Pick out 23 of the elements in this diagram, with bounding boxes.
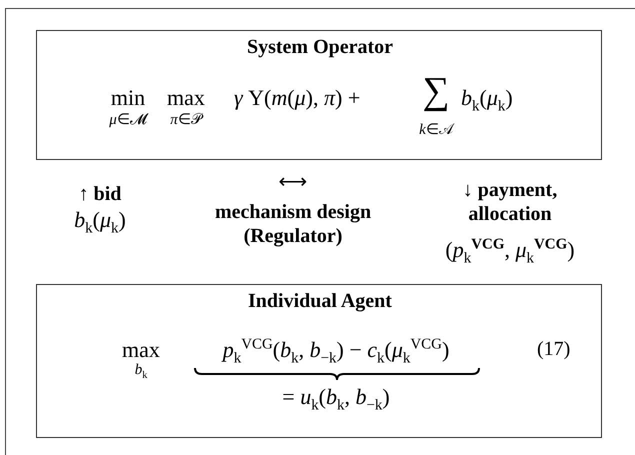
heading: System Operator [246, 35, 394, 59]
heading: Individual Agent [248, 289, 392, 313]
equation-number: (17) [537, 337, 570, 361]
math-expression: γ Y(m(μ), π) + [234, 85, 360, 112]
double-arrow-symbol: ⟷ [278, 170, 308, 194]
math-limit: b$_{k}$ [134, 361, 148, 379]
flow-label: ↓ payment, allocation [462, 178, 558, 226]
formula-box [36, 284, 602, 438]
math-limit: π∈𝒫 [170, 111, 202, 129]
math-expression: = u$_{k}$(b$_{k}$, b$_{−k}$) [282, 384, 390, 410]
math-limit: k∈𝒜 [419, 121, 453, 139]
math-expression: b$_{k}$(μ$_{k}$) [461, 85, 513, 112]
math-limit: μ∈𝓜 [109, 111, 147, 129]
math-operator: min [110, 85, 146, 112]
math-expression: p$_{k}$$^{VCG}$(b$_{k}$, b$_{−k}$) − c$_{k}$(μ$_{k}$$^{VCG}$) [222, 337, 450, 364]
formula-box [36, 30, 602, 160]
math-operator: max [122, 337, 160, 364]
math-expression: (p$_{k}$$^{VCG}$, μ$_{k}$$^{VCG}$) [445, 237, 575, 264]
flow-label: ↑ bid [78, 182, 122, 206]
sum-symbol: ∑ [422, 69, 450, 114]
flow-label: mechanism design (Regulator) [214, 200, 372, 248]
math-expression: b$_{k}$(μ$_{k}$) [74, 207, 126, 234]
math-operator: max [167, 85, 205, 112]
